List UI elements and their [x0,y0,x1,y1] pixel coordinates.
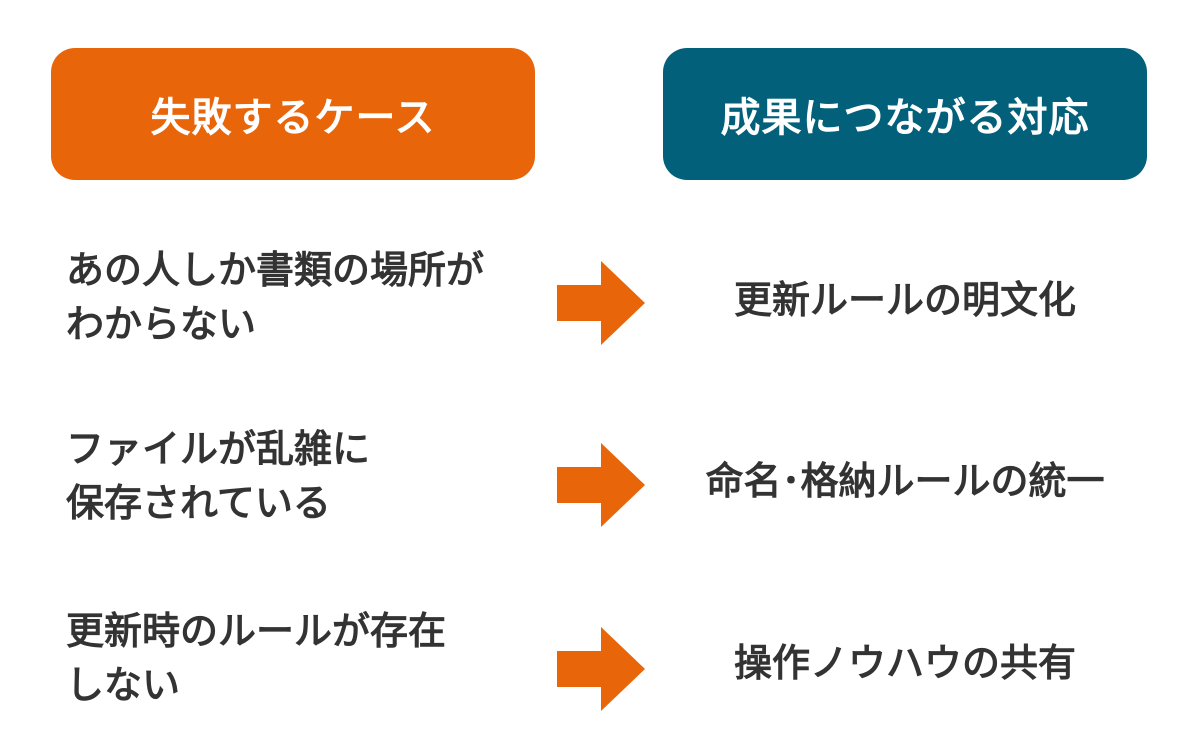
problem-item-1: あの人しか書類の場所が わからない [66,243,536,351]
solution-item-1: 更新ルールの明文化 [660,254,1150,338]
right-arrow-icon [557,261,645,345]
problem-item-1-line-1: あの人しか書類の場所が [66,248,485,292]
successful-responses-header: 成果につながる対応 [663,48,1147,180]
solution-item-3-label: 操作ノウハウの共有 [733,640,1076,685]
failure-cases-header: 失敗するケース [51,48,535,180]
solution-item-2-label: 命名･格納ルールの統一 [705,458,1105,503]
problem-item-3-line-2: しない [66,663,181,707]
problem-item-2: ファイルが乱雑に 保存されている [66,422,536,530]
problem-item-2-line-1: ファイルが乱雑に [66,427,371,471]
problem-item-2-line-2: 保存されている [66,481,331,525]
problem-item-3-line-1: 更新時のルールが存在 [66,609,447,653]
solution-item-2: 命名･格納ルールの統一 [660,435,1150,519]
problem-item-3: 更新時のルールが存在 しない [66,604,536,712]
right-arrow-icon [557,443,645,527]
solution-item-3: 操作ノウハウの共有 [660,617,1150,701]
successful-responses-header-label: 成果につながる対応 [720,95,1090,141]
failure-cases-header-label: 失敗するケース [150,95,436,141]
problem-item-1-line-2: わからない [66,302,257,346]
solution-item-1-label: 更新ルールの明文化 [733,277,1076,322]
right-arrow-icon [557,627,645,711]
